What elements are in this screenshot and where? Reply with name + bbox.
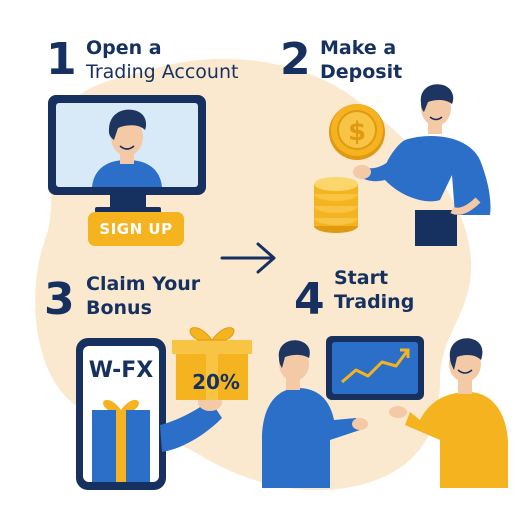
gift-box-illustration	[160, 327, 252, 452]
step-3-title-line2: Bonus	[86, 297, 152, 319]
monitor-illustration	[48, 95, 206, 213]
chart-screen	[326, 336, 424, 400]
phone-illustration	[76, 338, 166, 490]
step-3-number: 3	[44, 274, 75, 325]
step-2-title: Make a Deposit	[320, 36, 402, 84]
step-2-title-line1: Make a	[320, 37, 397, 59]
man-right	[389, 338, 508, 488]
step-4-title-line1: Start	[334, 267, 389, 289]
gift-percent-label: 20%	[192, 370, 240, 394]
step-3-title-line1: Claim Your	[86, 273, 201, 295]
step-2-number: 2	[280, 34, 311, 85]
step-1-title: Open a Trading Account	[86, 36, 238, 84]
coin-symbol: $	[348, 117, 366, 147]
step-4-number: 4	[294, 274, 325, 325]
step-1-number: 1	[46, 34, 77, 85]
phone-brand-label: W-FX	[88, 358, 154, 383]
step-4-title-line2: Trading	[334, 291, 415, 313]
step-3-title: Claim Your Bonus	[86, 272, 200, 320]
step-1-title-line2: Trading Account	[86, 61, 239, 83]
sign-up-button[interactable]: SIGN UP	[88, 212, 184, 246]
coins-illustration	[314, 177, 358, 233]
step-4-title: Start Trading	[334, 266, 414, 314]
man-with-coin: $	[329, 84, 491, 246]
man-left	[262, 340, 368, 488]
step-1-title-line1: Open a	[86, 37, 162, 59]
step-2-title-line2: Deposit	[320, 61, 403, 83]
arrow-icon	[220, 242, 276, 274]
